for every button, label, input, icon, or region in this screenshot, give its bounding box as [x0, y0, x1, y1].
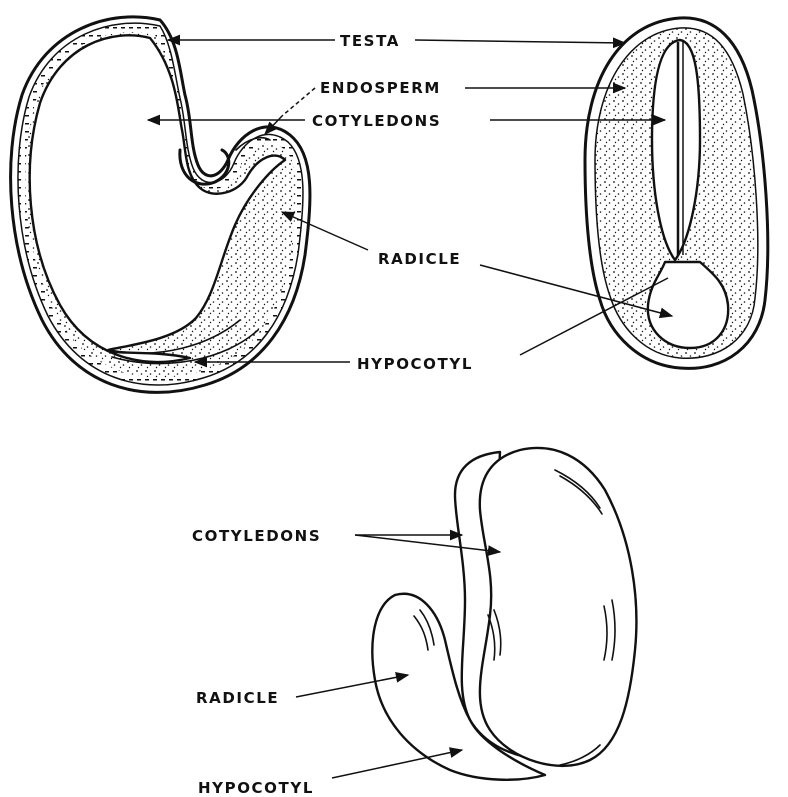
label-testa: TESTA [340, 32, 400, 50]
label-endosperm: ENDOSPERM [320, 79, 441, 97]
longitudinal-section [11, 17, 310, 393]
embryo-drawing [372, 448, 636, 780]
label-hypocotyl-bottom: HYPOCOTYL [198, 779, 314, 797]
label-radicle-top: RADICLE [378, 250, 461, 268]
cross-section [585, 18, 768, 369]
label-radicle-bottom: RADICLE [196, 689, 279, 707]
label-cotyledons-bottom: COTYLEDONS [192, 527, 321, 545]
label-hypocotyl-top: HYPOCOTYL [357, 355, 473, 373]
label-cotyledons-top: COTYLEDONS [312, 112, 441, 130]
